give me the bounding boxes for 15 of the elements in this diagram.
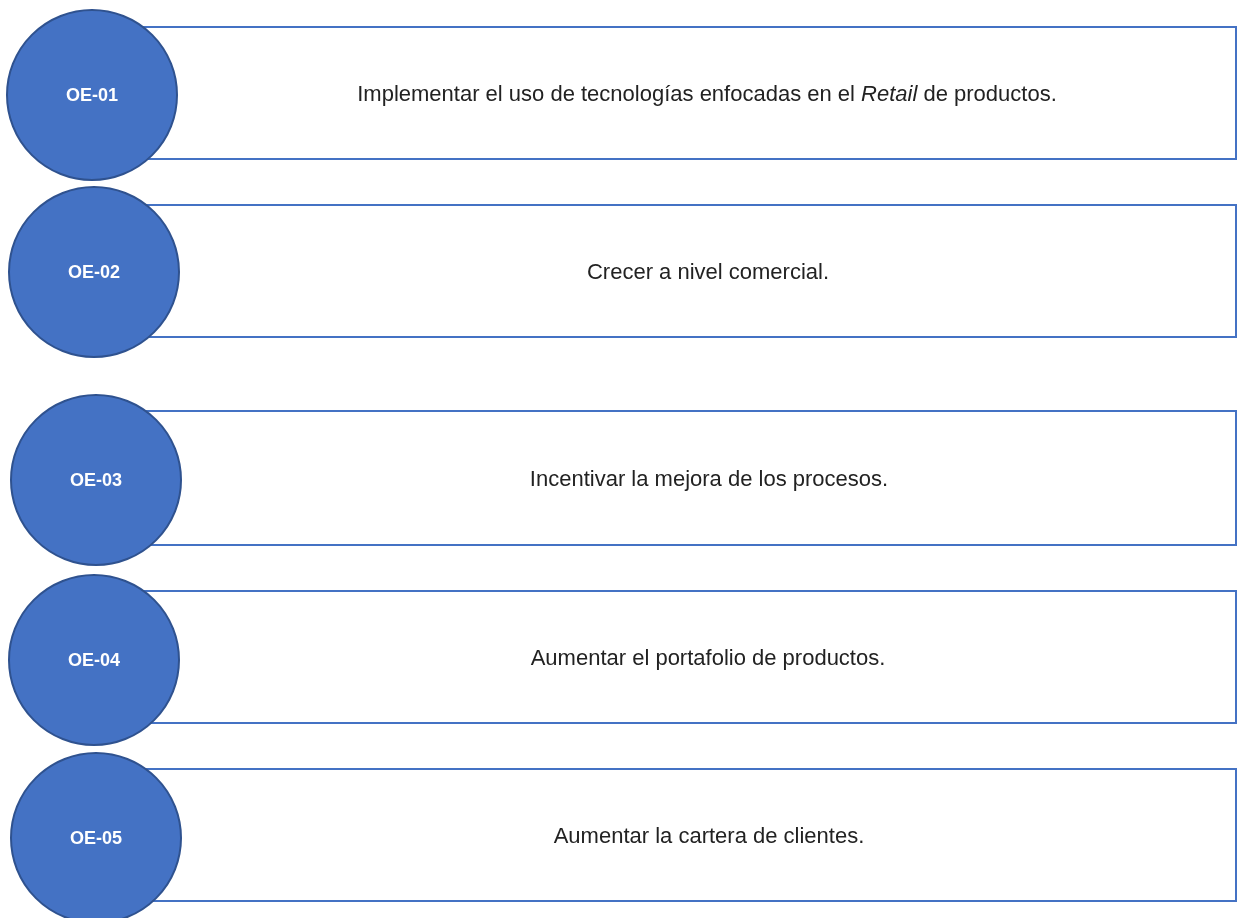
objective-text: Incentivar la mejora de los procesos. (529, 464, 889, 493)
objective-text: Implementar el uso de tecnologías enfocadas en el Retail de productos. (357, 79, 1057, 108)
code-label: OE-01 (66, 83, 118, 107)
objective-text: Aumentar la cartera de clientes. (553, 821, 865, 850)
objective-box (179, 26, 1237, 160)
code-label: OE-05 (70, 826, 122, 850)
objective-box (181, 590, 1237, 724)
objective-text: Crecer a nivel comercial. (586, 257, 830, 286)
objective-box (183, 768, 1237, 902)
objective-box (183, 410, 1237, 546)
code-label: OE-02 (68, 260, 120, 284)
objective-text: Aumentar el portafolio de productos. (530, 643, 886, 672)
objective-box (181, 204, 1237, 338)
code-label: OE-03 (70, 468, 122, 492)
code-label: OE-04 (68, 648, 120, 672)
